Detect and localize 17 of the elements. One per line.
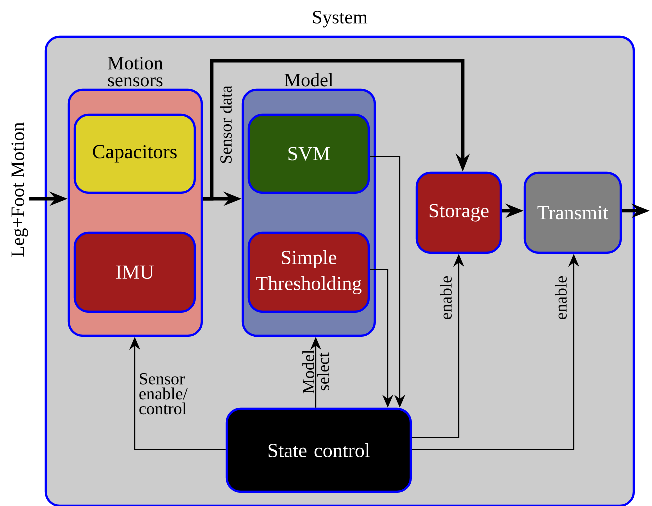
- process-box: Storage: [416, 172, 502, 254]
- edge-label: Model select: [302, 350, 330, 394]
- process-box: Simple Thresholding: [248, 232, 370, 314]
- edge-label: enable: [440, 276, 452, 320]
- edge-label: Sensor data: [220, 86, 232, 164]
- process-box: Transmit: [524, 172, 622, 254]
- arrow: [203, 59, 470, 201]
- edge-label: enable: [555, 276, 567, 320]
- group-heading: Model: [284, 73, 334, 87]
- process-box: State control: [226, 408, 412, 494]
- process-box: SVM: [248, 114, 370, 194]
- input-text: Leg+Foot Motion: [12, 122, 28, 258]
- process-box: IMU: [74, 232, 196, 314]
- group-heading: System: [313, 11, 368, 28]
- process-box: Capacitors: [74, 114, 196, 194]
- group-heading: Motion sensors: [108, 57, 164, 87]
- edge-label: Sensor enable/ control: [140, 373, 188, 415]
